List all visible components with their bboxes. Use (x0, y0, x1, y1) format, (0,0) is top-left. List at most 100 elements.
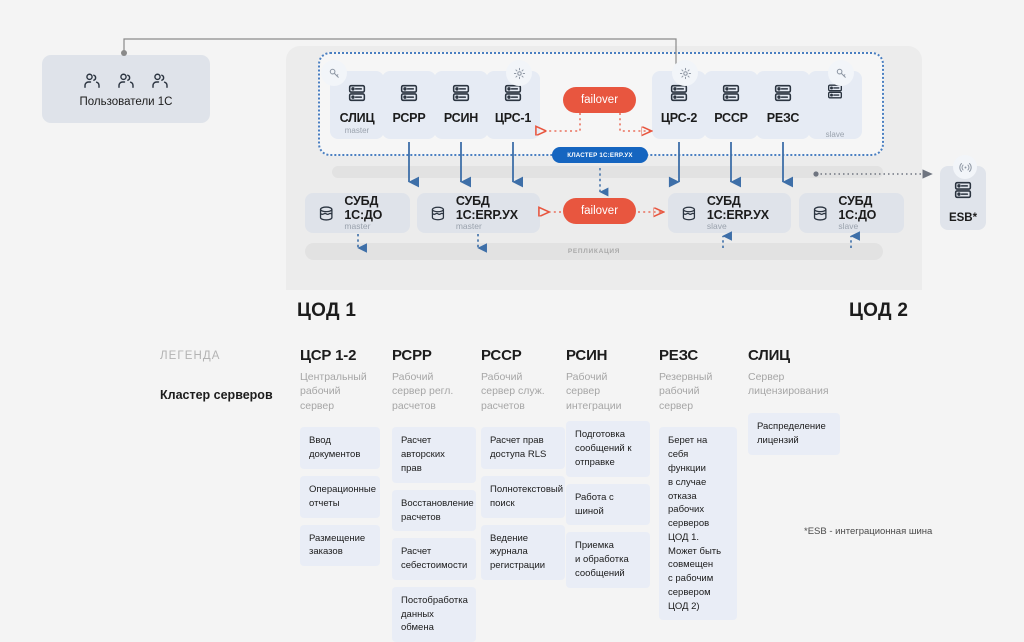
server-name: ЦРС-2 (660, 111, 698, 125)
replication-stub-bar (332, 166, 883, 178)
footnote: *ESB - интеграционная шина (804, 526, 933, 537)
legend-code: СЛИЦ (748, 347, 790, 364)
server-icon (827, 84, 843, 99)
failover-pill-db[interactable]: failover (563, 198, 636, 224)
server-name: РСРР (392, 111, 426, 125)
db-card-erp-master[interactable]: СУБД 1С:ERP.УХ master (417, 193, 540, 233)
db-role: slave (706, 221, 727, 232)
legend-subtitle: Кластер серверов (160, 388, 273, 402)
db-card-do-slave[interactable]: СУБД 1С:ДО slave (799, 193, 904, 233)
broadcast-icon (953, 155, 977, 179)
server-icon (954, 181, 972, 199)
server-role: master (344, 126, 370, 135)
legend-code: ЦСР 1-2 (300, 347, 357, 364)
cluster-badge: КЛАСТЕР 1С:ERP.УХ (552, 147, 648, 163)
datacenter-2-label: ЦОД 2 (849, 300, 909, 321)
panel-cover (286, 290, 922, 324)
database-icon (813, 205, 827, 221)
key-icon (321, 60, 347, 86)
server-card-rezs[interactable]: РЕЗС (756, 71, 810, 139)
legend-code: РСРР (392, 347, 432, 364)
db-role: slave (838, 221, 859, 232)
diagram-canvas: Пользователи 1С СЛИЦ master РСРР (42, 38, 986, 642)
legend-code: РСИН (566, 347, 608, 364)
db-name: СУБД 1С:ERP.УХ (455, 193, 518, 223)
server-card-rsrr[interactable]: РСРР (382, 71, 436, 139)
legend-title: ЛЕГЕНДА (160, 350, 221, 362)
server-name: ЦРС-1 (494, 111, 532, 125)
server-name: РССР (714, 111, 748, 125)
server-name: РСИН (443, 111, 479, 125)
legend-chip: Ввод документов (300, 427, 380, 469)
failover-pill-cluster[interactable]: failover (563, 87, 636, 113)
users-icon (81, 71, 171, 91)
gear-icon (506, 60, 532, 86)
gear-icon (672, 60, 698, 86)
db-card-do-master[interactable]: СУБД 1С:ДО master (305, 193, 410, 233)
legend-code: РЕЗС (659, 347, 699, 364)
datacenter-1-label: ЦОД 1 (297, 300, 357, 321)
server-card-crs-1[interactable]: ЦРС-1 (486, 60, 540, 139)
database-icon (319, 205, 333, 221)
server-icon (722, 84, 740, 102)
db-role: master (455, 221, 482, 232)
esb-box[interactable]: ESB* (940, 155, 986, 230)
server-role: slave (825, 130, 845, 139)
server-icon (452, 84, 470, 102)
server-name: СЛИЦ (339, 111, 375, 125)
server-card-rssr[interactable]: РССР (704, 71, 758, 139)
db-name: СУБД 1С:ДО (838, 193, 877, 223)
legend-chip: Работа с шиной (566, 483, 650, 526)
db-card-erp-slave[interactable]: СУБД 1С:ERP.УХ slave (668, 193, 791, 233)
database-icon (431, 206, 445, 220)
server-name: РЕЗС (766, 111, 800, 125)
esb-label: ESB* (948, 212, 978, 224)
legend: ЛЕГЕНДА Кластер серверов (160, 350, 273, 402)
server-icon (400, 84, 418, 102)
key-icon (828, 60, 854, 86)
server-card-crs-2[interactable]: ЦРС-2 (652, 60, 706, 139)
db-name: СУБД 1С:ДО (344, 193, 383, 223)
users-box[interactable]: Пользователи 1С (42, 55, 210, 123)
replication-bar: РЕПЛИКАЦИЯ (305, 243, 883, 260)
db-role: master (344, 221, 371, 232)
db-name: СУБД 1С:ERP.УХ (706, 193, 769, 223)
server-icon (348, 84, 366, 102)
server-card-slave[interactable]: slave (808, 60, 862, 139)
server-card-slic[interactable]: СЛИЦ master (321, 60, 384, 139)
database-icon (682, 206, 696, 220)
server-icon (774, 84, 792, 102)
server-card-rsin[interactable]: РСИН (434, 71, 488, 139)
users-label: Пользователи 1С (79, 95, 173, 108)
